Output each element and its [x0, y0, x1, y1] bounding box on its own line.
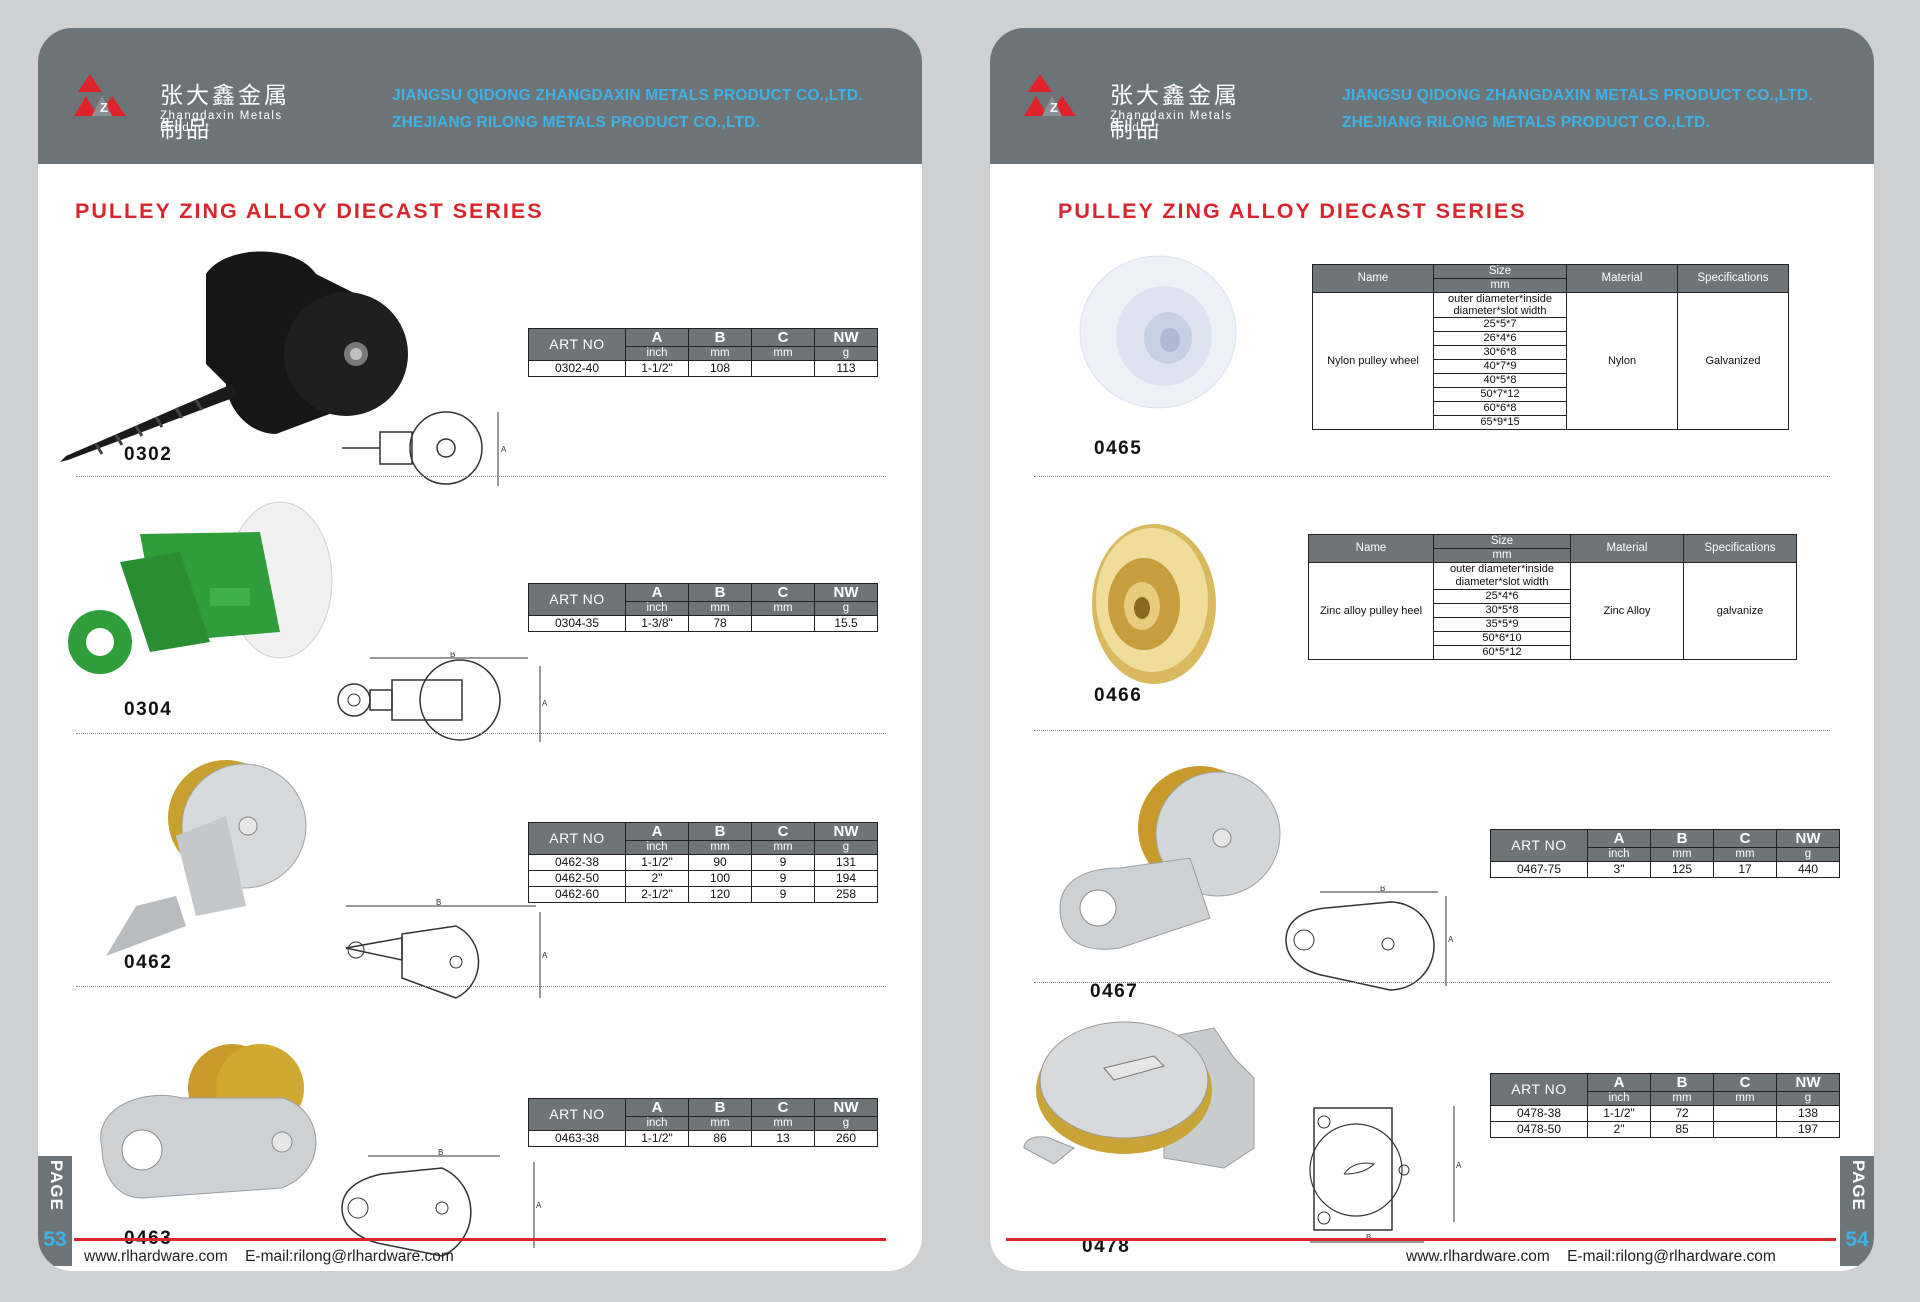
- company-name-2: ZHEJIANG RILONG METALS PRODUCT CO.,LTD.: [1342, 114, 1711, 131]
- spec-table-0465: Name Size Material Specifications mm Nyl…: [1312, 264, 1789, 430]
- footer-contact: www.rlhardware.com E-mail:rilong@rlhardw…: [84, 1248, 454, 1266]
- section-divider: [1034, 982, 1830, 983]
- series-title: PULLEY ZING ALLOY DIECAST SERIES: [1058, 199, 1527, 223]
- svg-text:B: B: [438, 1148, 443, 1157]
- page-number: 53: [43, 1228, 67, 1251]
- section-divider: [1034, 476, 1830, 477]
- svg-text:A: A: [1448, 935, 1454, 944]
- spec-table-0466: Name Size Material Specifications mm Zin…: [1308, 534, 1797, 660]
- product-photo-0467: [1059, 766, 1281, 950]
- company-names: JIANGSU QIDONG ZHANGDAXIN METALS PRODUCT…: [392, 82, 863, 136]
- company-name-2: ZHEJIANG RILONG METALS PRODUCT CO.,LTD.: [392, 114, 761, 131]
- svg-text:A: A: [501, 445, 507, 454]
- company-name-1: JIANGSU QIDONG ZHANGDAXIN METALS PRODUCT…: [392, 87, 863, 104]
- logo-triangles-icon: Z: [1024, 74, 1076, 116]
- product-code: 0478: [1082, 1236, 1131, 1257]
- brand-name-en: Zhangdaxin Metals Product: [160, 110, 283, 134]
- svg-text:A: A: [536, 1201, 542, 1210]
- svg-text:B: B: [1380, 886, 1385, 893]
- page-header: Z 张大鑫金属制品 Zhangdaxin Metals Product JIAN…: [990, 28, 1874, 164]
- footer-rule: [74, 1238, 886, 1241]
- svg-text:B: B: [1366, 1233, 1371, 1242]
- section-divider: [76, 476, 886, 477]
- svg-text:Z: Z: [1050, 100, 1058, 115]
- product-photo-0462: [106, 760, 307, 956]
- svg-text:A: A: [542, 699, 548, 708]
- product-photo-0478: [1023, 1021, 1255, 1169]
- drawing-0463: B A: [341, 1148, 542, 1257]
- table-row: 65*9*15: [1313, 415, 1789, 430]
- product-photo-0465: [1079, 255, 1237, 409]
- drawing-0462: B A: [345, 898, 548, 999]
- svg-text:B: B: [450, 652, 455, 659]
- catalog-page-right: Z 张大鑫金属制品 Zhangdaxin Metals Product JIAN…: [990, 28, 1874, 1271]
- table-row: 35*5*9: [1309, 617, 1797, 632]
- section-divider: [1034, 730, 1830, 731]
- drawing-0304: B A: [337, 652, 548, 742]
- product-code: 0462: [124, 952, 173, 973]
- company-logo: Z 张大鑫金属制品 Zhangdaxin Metals Product: [1022, 72, 1252, 162]
- table-row: 40*7*9: [1313, 359, 1789, 374]
- email-link[interactable]: E-mail:rilong@rlhardware.com: [1567, 1248, 1776, 1265]
- page-number-tab: PAGE 53: [38, 1156, 72, 1266]
- drawing-0302: A: [342, 411, 507, 486]
- website-link[interactable]: www.rlhardware.com: [1406, 1248, 1550, 1265]
- page-number-tab: PAGE 54: [1840, 1156, 1874, 1266]
- product-photo-0463: [100, 1044, 317, 1199]
- brand-name-cn: 张大鑫金属制品: [1110, 83, 1240, 143]
- catalog-page-left: Z 张大鑫金属制品 Zhangdaxin Metals Product JIAN…: [38, 28, 922, 1271]
- section-divider: [76, 733, 886, 734]
- product-code: 0466: [1094, 685, 1143, 706]
- product-code: 0304: [124, 699, 173, 720]
- table-row: 60*5*12: [1309, 645, 1797, 660]
- page-number: 54: [1845, 1228, 1869, 1251]
- footer-rule: [1006, 1238, 1836, 1241]
- company-names: JIANGSU QIDONG ZHANGDAXIN METALS PRODUCT…: [1342, 82, 1813, 136]
- svg-text:A: A: [542, 951, 548, 960]
- logo-triangles-icon: Z: [74, 74, 126, 116]
- table-row: 60*6*8: [1313, 401, 1789, 416]
- website-link[interactable]: www.rlhardware.com: [84, 1248, 228, 1265]
- company-name-1: JIANGSU QIDONG ZHANGDAXIN METALS PRODUCT…: [1342, 87, 1813, 104]
- email-link[interactable]: E-mail:rilong@rlhardware.com: [245, 1248, 454, 1265]
- product-code: 0302: [124, 444, 173, 465]
- svg-text:Z: Z: [100, 100, 108, 115]
- drawing-0467: B A: [1285, 886, 1454, 991]
- section-divider: [76, 986, 886, 987]
- company-logo: Z 张大鑫金属制品 Zhangdaxin Metals Product: [72, 72, 302, 162]
- svg-text:B: B: [436, 898, 441, 907]
- brand-name-en: Zhangdaxin Metals Product: [1110, 110, 1233, 134]
- product-code: 0467: [1090, 981, 1139, 1002]
- product-photo-0302: [60, 251, 408, 462]
- brand-name-cn: 张大鑫金属制品: [160, 83, 290, 143]
- page-header: Z 张大鑫金属制品 Zhangdaxin Metals Product JIAN…: [38, 28, 922, 164]
- product-code: 0465: [1094, 438, 1143, 459]
- product-photo-0304: [68, 501, 333, 674]
- footer-contact: www.rlhardware.com E-mail:rilong@rlhardw…: [1406, 1248, 1776, 1266]
- drawing-0478: B A: [1309, 1106, 1462, 1243]
- svg-text:A: A: [1456, 1161, 1462, 1170]
- series-title: PULLEY ZING ALLOY DIECAST SERIES: [75, 199, 544, 223]
- product-photo-0466: [1092, 524, 1216, 684]
